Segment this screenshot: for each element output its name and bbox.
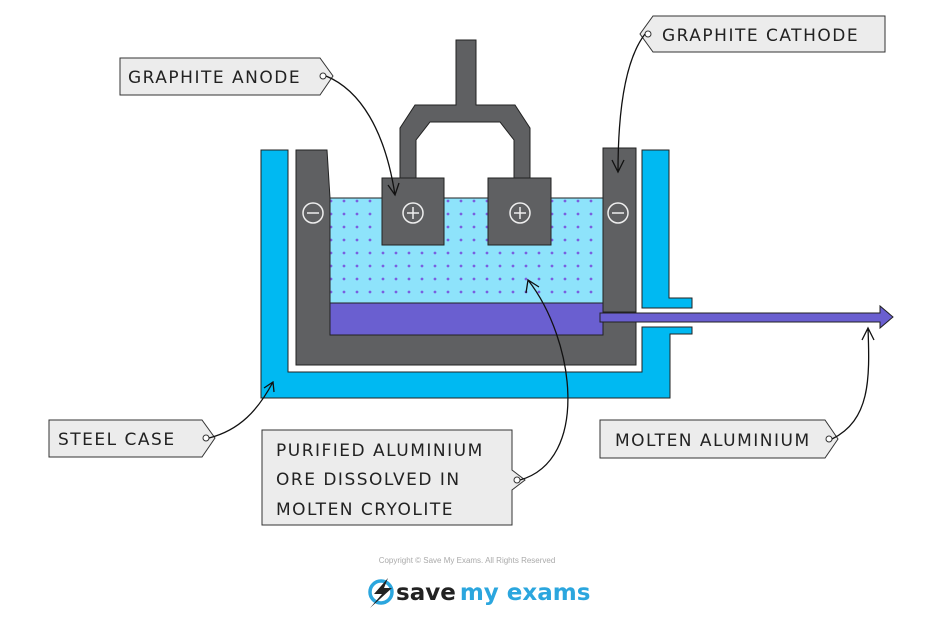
- purified-ore-label-line2: ORE DISSOLVED IN: [276, 470, 461, 490]
- cathode-pointer-arrow: [611, 33, 646, 174]
- molten-aluminium-tag: [599, 419, 839, 459]
- copyright-text: Copyright © Save My Exams. All Rights Re…: [379, 556, 556, 565]
- positive-symbol-icon: [509, 202, 531, 224]
- steel-case-pointer-arrow: [208, 380, 275, 439]
- steel-case-label: STEEL CASE: [58, 430, 176, 450]
- anode-holder: [399, 39, 531, 181]
- graphite-anode-label: GRAPHITE ANODE: [128, 68, 301, 88]
- molten-aluminium-pointer-arrow: [831, 326, 875, 440]
- graphite-cathode-tag: [639, 15, 886, 53]
- steel-case: [260, 149, 693, 399]
- electrolyte-dots: [329, 197, 605, 305]
- steel-case-upper-right: [641, 149, 693, 309]
- graphite-cathode-label: GRAPHITE CATHODE: [662, 26, 859, 46]
- graphite-cathode-right: [602, 147, 637, 313]
- purified-ore-tag: [261, 429, 526, 526]
- purified-ore-label-line1: PURIFIED ALUMINIUM: [276, 441, 484, 461]
- graphite-anode-tag: [119, 57, 334, 96]
- molten-aluminium-layer: [329, 302, 605, 336]
- steel-case-tag: [48, 419, 216, 458]
- electrolyte-pointer-arrow: [519, 278, 569, 481]
- graphite-cathode-lining: [295, 149, 637, 366]
- save-my-exams-logo-icon: [368, 578, 394, 608]
- negative-symbol-icon: [607, 202, 629, 224]
- purified-ore-label-line3: MOLTEN CRYOLITE: [276, 500, 454, 520]
- anode-pointer-arrow: [325, 75, 400, 197]
- positive-symbol-icon: [402, 202, 424, 224]
- molten-aluminium-outflow-arrow: [599, 304, 894, 330]
- molten-aluminium-label: MOLTEN ALUMINIUM: [615, 431, 811, 451]
- negative-symbol-icon: [302, 202, 324, 224]
